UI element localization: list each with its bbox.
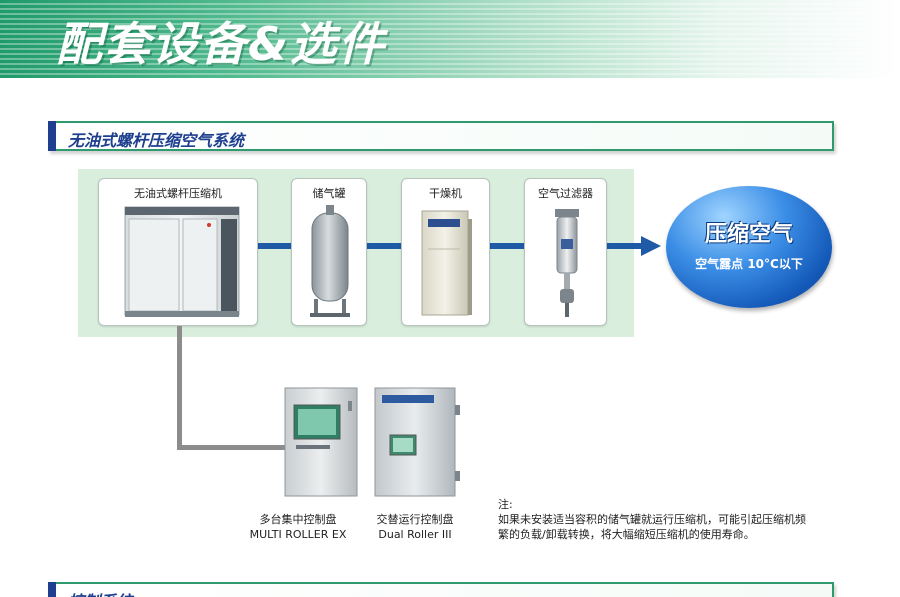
filter-label: 空气过滤器 [538, 187, 593, 200]
tank-label: 储气罐 [312, 187, 346, 200]
section-bar-system: 无油式螺杆压缩空气系统 [48, 121, 834, 151]
compressed-air-output: 压缩空气 空气露点 10°C以下 [666, 186, 832, 308]
panel-name-cn: 交替运行控制盘 [376, 513, 454, 526]
dryer-card: 干燥机 [401, 178, 490, 326]
multi-roller-panel-image [284, 387, 358, 497]
control-line-vertical [177, 326, 182, 450]
header-banner: 配套设备&选件 [0, 0, 900, 78]
section-title: 控制系统 [68, 588, 132, 597]
flow-line [607, 243, 645, 249]
air-tank-image [310, 205, 350, 317]
panel-name-en: Dual Roller III [378, 528, 452, 541]
dryer-image [421, 210, 472, 316]
section-title: 无油式螺杆压缩空气系统 [68, 131, 245, 150]
dryer-label: 干燥机 [429, 187, 462, 200]
control-line-horizontal [177, 445, 286, 450]
panel-name-cn: 多台集中控制盘 [259, 513, 337, 526]
note-heading: 注: [498, 498, 513, 511]
note-block: 注: 如果未安装适当容积的储气罐就运行压缩机，可能引起压缩机频 繁的负载/卸载转… [498, 497, 838, 542]
flow-line [258, 243, 291, 249]
flow-arrow-icon [641, 236, 661, 256]
section-accent [48, 121, 56, 151]
panel-name-en: MULTI ROLLER EX [249, 528, 347, 541]
dual-roller-panel-image [374, 387, 460, 497]
output-subtitle: 空气露点 10°C以下 [695, 257, 803, 271]
section-bar-control: 控制系统 [48, 582, 834, 597]
note-line: 繁的负载/卸载转换，将大幅缩短压缩机的使用寿命。 [498, 528, 755, 541]
output-title: 压缩空气 [704, 222, 793, 247]
tank-card: 储气罐 [291, 178, 367, 326]
note-line: 如果未安装适当容积的储气罐就运行压缩机，可能引起压缩机频 [498, 513, 806, 526]
compressor-label: 无油式螺杆压缩机 [134, 187, 222, 200]
flow-line [490, 243, 524, 249]
section-accent [48, 582, 56, 597]
panel-caption-multi: 多台集中控制盘 MULTI ROLLER EX [238, 512, 358, 542]
air-filter-image [555, 209, 579, 317]
compressor-card: 无油式螺杆压缩机 [98, 178, 258, 326]
panel-caption-dual: 交替运行控制盘 Dual Roller III [360, 512, 470, 542]
filter-card: 空气过滤器 [524, 178, 607, 326]
page-title: 配套设备&选件 [56, 17, 387, 71]
compressor-image [124, 206, 240, 317]
flow-line [367, 243, 401, 249]
